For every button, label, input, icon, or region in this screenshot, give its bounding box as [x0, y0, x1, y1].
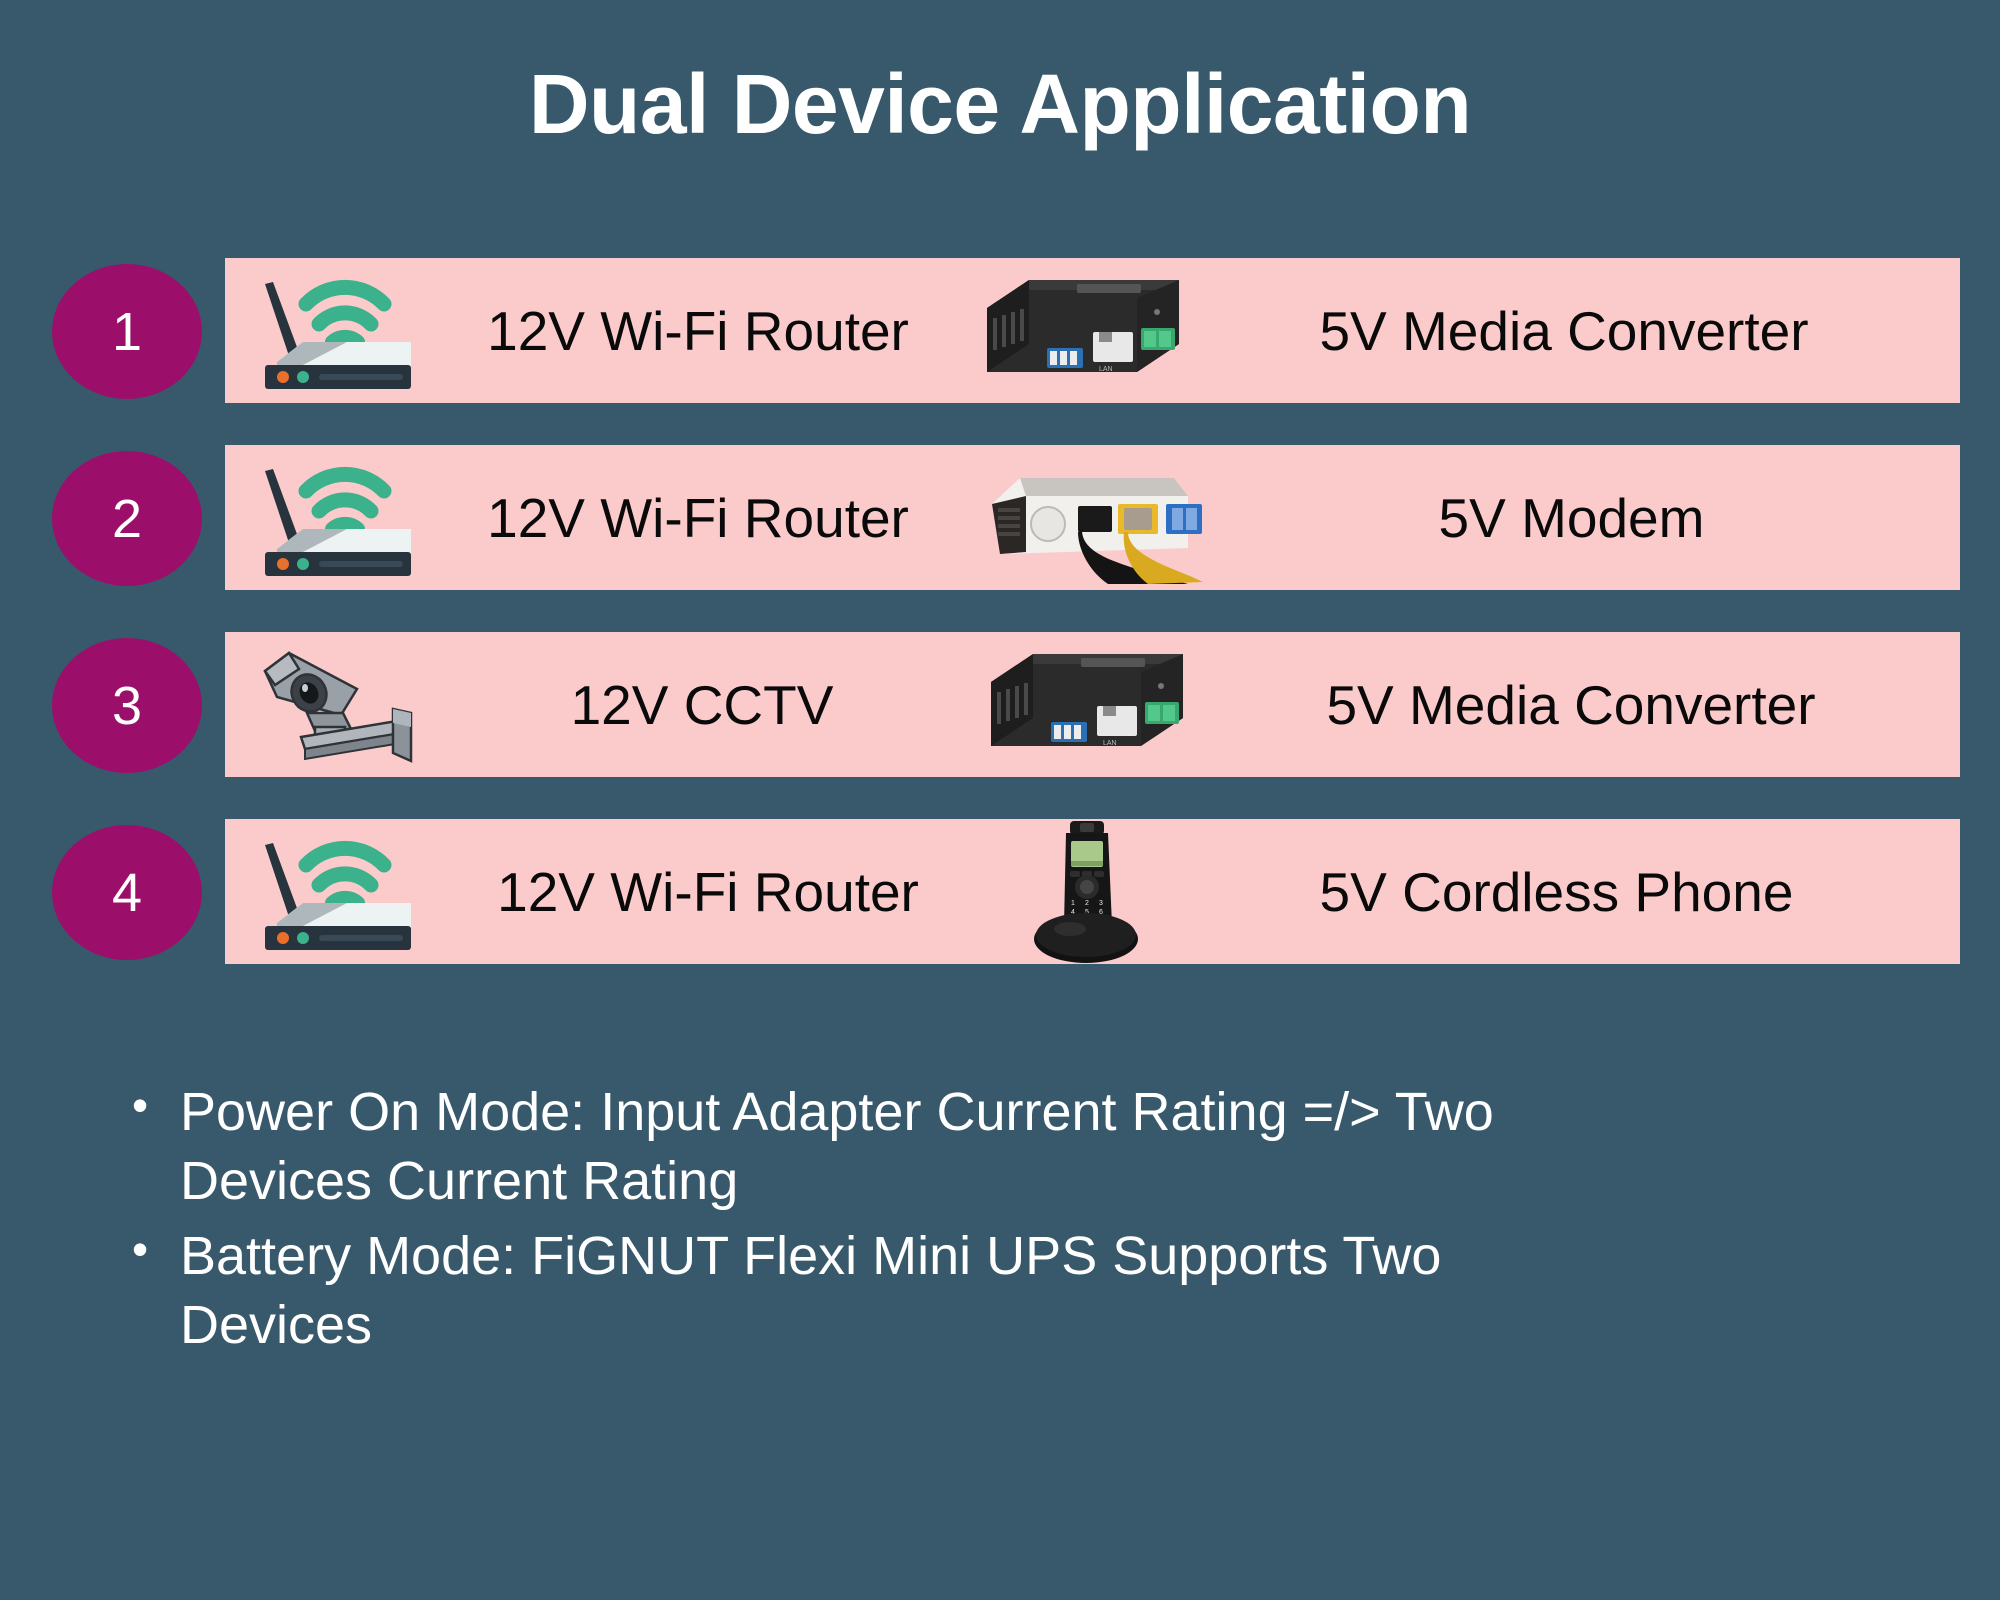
table-row: 12V CCTV	[0, 632, 2000, 777]
left-device-label: 12V Wi-Fi Router	[487, 486, 909, 549]
row-number-badge: 1	[52, 264, 202, 399]
svg-text:4: 4	[1071, 909, 1075, 916]
svg-text:3: 3	[1099, 900, 1103, 907]
right-icon-cell: LAN	[968, 258, 1198, 403]
media-converter-icon: LAN	[985, 644, 1190, 766]
left-icon-cell	[243, 258, 428, 403]
row-bar: 12V Wi-Fi Router	[225, 819, 1960, 964]
right-label-cell: 5V Media Converter	[1198, 258, 1960, 403]
svg-text:5: 5	[1085, 909, 1089, 916]
svg-text:LAN: LAN	[1103, 740, 1117, 747]
right-device-label: 5V Media Converter	[1326, 673, 1816, 736]
left-icon-cell	[247, 632, 432, 777]
row-bar: 12V Wi-Fi Router	[225, 258, 1960, 403]
page-title: Dual Device Application	[528, 57, 1472, 151]
left-device-label: 12V Wi-Fi Router	[497, 860, 919, 923]
wifi-router-icon	[243, 266, 418, 396]
svg-text:2: 2	[1085, 900, 1089, 907]
left-device-label: 12V CCTV	[570, 673, 834, 736]
wifi-router-icon	[243, 453, 418, 583]
right-icon-cell: 123 456 789	[988, 819, 1183, 964]
left-label-cell: 12V Wi-Fi Router	[428, 819, 988, 964]
right-icon-cell: LAN	[972, 632, 1202, 777]
right-device-label: 5V Media Converter	[1319, 299, 1809, 362]
left-label-cell: 12V Wi-Fi Router	[428, 258, 968, 403]
left-icon-cell	[243, 819, 428, 964]
list-item: Power On Mode: Input Adapter Current Rat…	[118, 1076, 1538, 1216]
table-row: 12V Wi-Fi Router	[0, 258, 2000, 403]
media-converter-icon: LAN	[981, 270, 1186, 392]
device-pair-list: 12V Wi-Fi Router	[0, 258, 2000, 1006]
row-number-badge: 2	[52, 451, 202, 586]
right-icon-cell	[968, 445, 1213, 590]
list-item: Battery Mode: FiGNUT Flexi Mini UPS Supp…	[118, 1220, 1478, 1360]
right-label-cell: 5V Modem	[1213, 445, 1960, 590]
left-device-label: 12V Wi-Fi Router	[487, 299, 909, 362]
row-number-badge: 4	[52, 825, 202, 960]
right-label-cell: 5V Cordless Phone	[1183, 819, 1960, 964]
left-label-cell: 12V CCTV	[432, 632, 972, 777]
svg-text:6: 6	[1099, 909, 1103, 916]
right-device-label: 5V Modem	[1438, 486, 1705, 549]
table-row: 12V Wi-Fi Router	[0, 445, 2000, 590]
right-device-label: 5V Cordless Phone	[1319, 860, 1794, 923]
row-number-badge: 3	[52, 638, 202, 773]
svg-text:LAN: LAN	[1099, 366, 1113, 373]
cctv-camera-icon	[247, 641, 427, 769]
cordless-phone-icon: 123 456 789	[1026, 817, 1146, 967]
notes-list: Power On Mode: Input Adapter Current Rat…	[118, 1076, 1918, 1366]
table-row: 12V Wi-Fi Router	[0, 819, 2000, 964]
right-label-cell: 5V Media Converter	[1202, 632, 1960, 777]
svg-text:1: 1	[1071, 900, 1075, 907]
left-label-cell: 12V Wi-Fi Router	[428, 445, 968, 590]
row-bar: 12V Wi-Fi Router	[225, 445, 1960, 590]
modem-icon	[978, 452, 1203, 584]
row-bar: 12V CCTV	[225, 632, 1960, 777]
left-icon-cell	[243, 445, 428, 590]
wifi-router-icon	[243, 827, 418, 957]
